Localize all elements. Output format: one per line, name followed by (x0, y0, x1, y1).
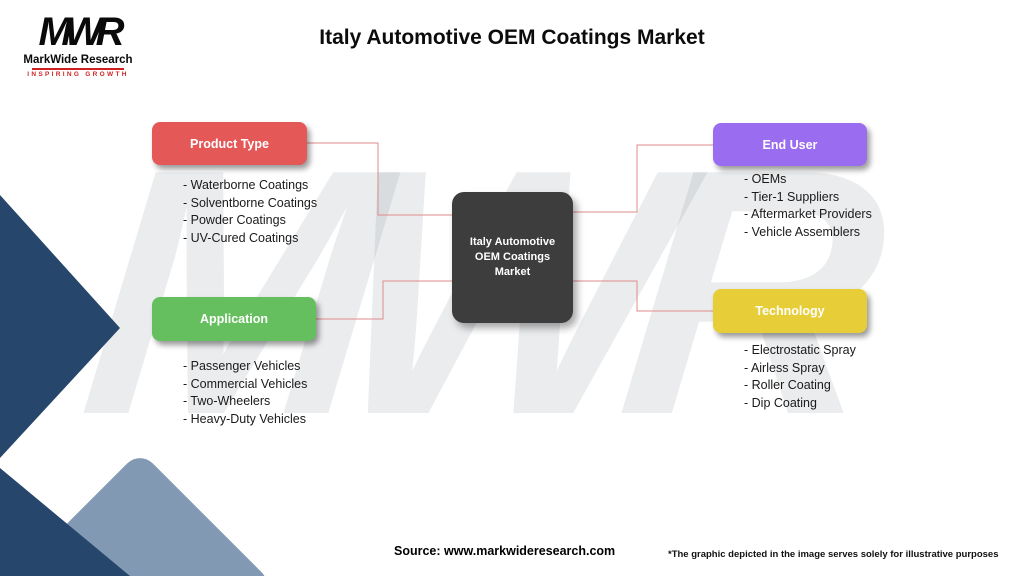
list-item: - Commercial Vehicles (183, 376, 308, 391)
connector-product-type (307, 142, 452, 216)
node-application-label: Application (199, 312, 269, 326)
navy-corner-shape (0, 468, 130, 576)
list-item: - Electrostatic Spray (744, 343, 856, 357)
logo-underline (32, 68, 124, 70)
connector-end-user (573, 144, 713, 213)
list-item: - Two-Wheelers (183, 394, 271, 408)
node-product-type-label: Product Type (190, 136, 269, 151)
logo-tagline: Inspiring Growth (27, 71, 129, 78)
source-url: www.markwideresearch.com (444, 544, 616, 558)
slate-diamond-shape (13, 458, 267, 576)
list-item: - UV-Cured Coatings (183, 230, 299, 245)
node-end-user: End User (713, 123, 867, 166)
list-item: - Passenger Vehicles (183, 359, 301, 373)
node-product-type: Product Type (152, 122, 307, 165)
list-item: - Powder Coatings (183, 213, 286, 227)
node-end-user-items: - OEMs - Tier-1 Suppliers - Aftermarket … (744, 171, 872, 241)
list-item: - Vehicle Assemblers (744, 224, 861, 239)
list-item: - Aftermarket Providers (744, 207, 872, 221)
node-technology-items: - Electrostatic Spray - Airless Spray - … (744, 342, 856, 412)
list-item: - Tier-1 Suppliers (744, 189, 840, 204)
center-node: Italy Automotive OEM Coatings Market (452, 192, 573, 323)
connector-technology (573, 280, 713, 312)
list-item: - Waterborne Coatings (183, 178, 309, 192)
page-title: Italy Automotive OEM Coatings Market (319, 26, 705, 49)
node-technology-label: Technology (755, 304, 825, 318)
node-technology: Technology (713, 289, 867, 333)
node-application: Application (152, 297, 316, 341)
node-application-items: - Passenger Vehicles - Commercial Vehicl… (183, 358, 307, 428)
node-product-type-items: - Waterborne Coatings - Solventborne Coa… (183, 177, 317, 247)
disclaimer-text: *The graphic depicted in the image serve… (668, 549, 999, 560)
list-item: - OEMs (744, 172, 787, 186)
logo-name: MarkWide Research (23, 54, 133, 66)
connector-application (316, 280, 452, 320)
list-item: - Roller Coating (744, 378, 831, 392)
navy-chevron-shape (0, 195, 120, 458)
node-end-user-label: End User (762, 137, 818, 152)
list-item: - Solventborne Coatings (183, 195, 318, 210)
source-label: Source: (394, 544, 441, 558)
list-item: - Dip Coating (744, 395, 817, 410)
list-item: - Heavy-Duty Vehicles (183, 411, 306, 426)
source-line: Source: www.markwideresearch.com (394, 544, 615, 558)
logo-acronym: MWR (38, 10, 125, 54)
logo: MWR MarkWide Research Inspiring Growth (22, 12, 134, 78)
list-item: - Airless Spray (744, 360, 825, 375)
